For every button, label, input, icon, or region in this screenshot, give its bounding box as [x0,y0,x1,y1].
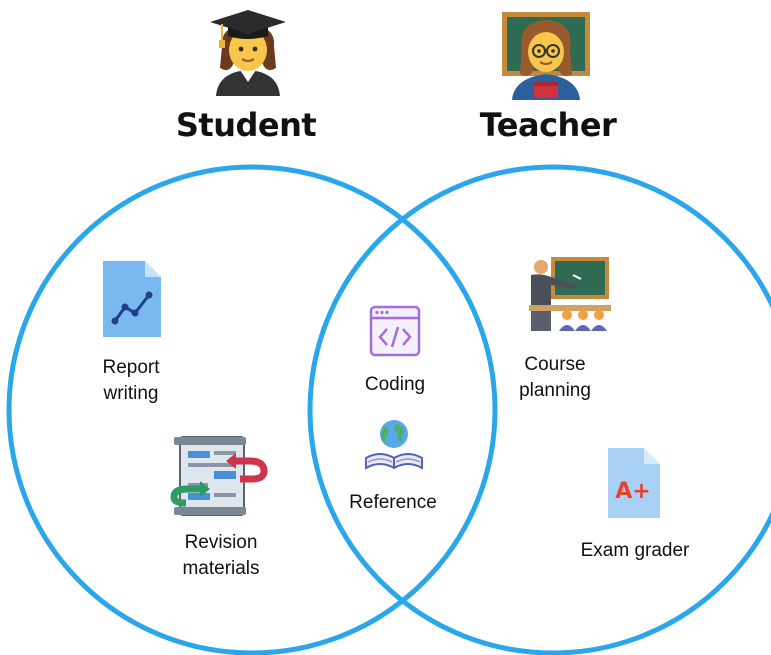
teacher-at-chalkboard-icon [529,257,611,331]
student-emoji-icon [210,10,286,96]
reference-label: Reference [349,492,437,513]
globe-open-book-icon [365,420,423,470]
teacher-heading: Teacher [479,106,617,144]
revision-document-arrows-icon [170,436,268,516]
teacher-emoji-icon [502,12,590,100]
code-window-icon [369,305,421,357]
exam-grader-label: Exam grader [580,540,690,561]
a-plus-document-icon: A+ [608,448,660,518]
course-planning-label: Course planning [519,354,591,401]
revision-materials-label: Revision materials [182,532,260,579]
student-heading: Student [175,106,317,144]
coding-label: Coding [364,374,426,395]
report-writing-label: Report writing [102,357,160,404]
line-chart-document-icon [103,261,161,337]
student-circle [6,164,498,655]
exam-grade-text: A+ [615,479,650,504]
teacher-circle [307,164,771,655]
